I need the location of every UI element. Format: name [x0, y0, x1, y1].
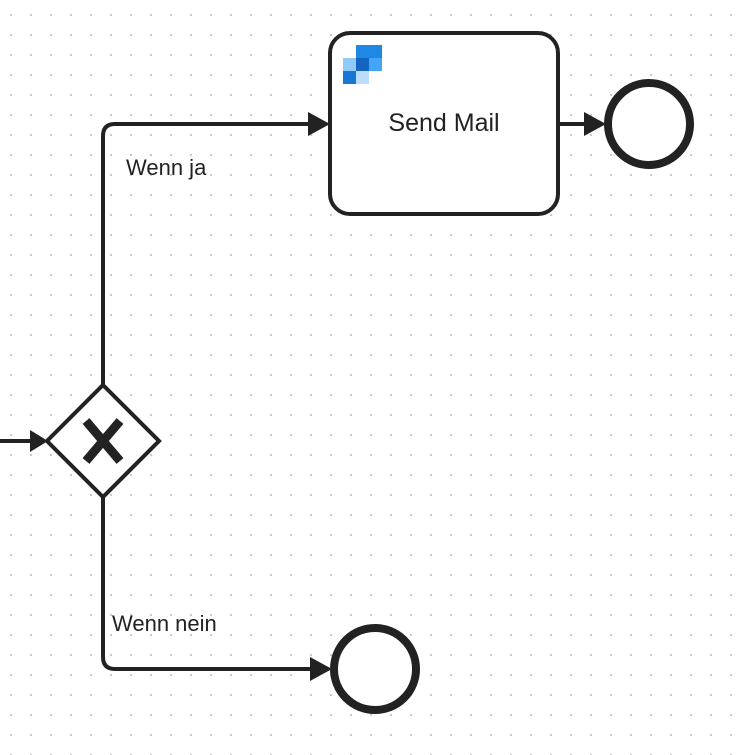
- flow-end-arrowhead: [584, 112, 606, 136]
- incoming-flow-arrowhead: [30, 430, 48, 452]
- sequence-flow-no[interactable]: [101, 498, 314, 671]
- sequence-flow-yes[interactable]: [101, 122, 312, 384]
- exclusive-gateway[interactable]: [44, 382, 162, 500]
- service-logo-icon: [343, 45, 382, 84]
- flow-label-no[interactable]: Wenn nein: [112, 611, 217, 636]
- flow-no-arrowhead: [310, 657, 332, 681]
- send-mail-task[interactable]: Send Mail: [328, 31, 560, 216]
- end-event-after-send-mail[interactable]: [604, 79, 694, 169]
- end-event-no-branch[interactable]: [330, 624, 420, 714]
- flow-yes-arrowhead: [308, 112, 330, 136]
- gateway-x-marker: [82, 418, 124, 464]
- flow-label-yes[interactable]: Wenn ja: [126, 155, 207, 180]
- task-label: Send Mail: [388, 109, 499, 137]
